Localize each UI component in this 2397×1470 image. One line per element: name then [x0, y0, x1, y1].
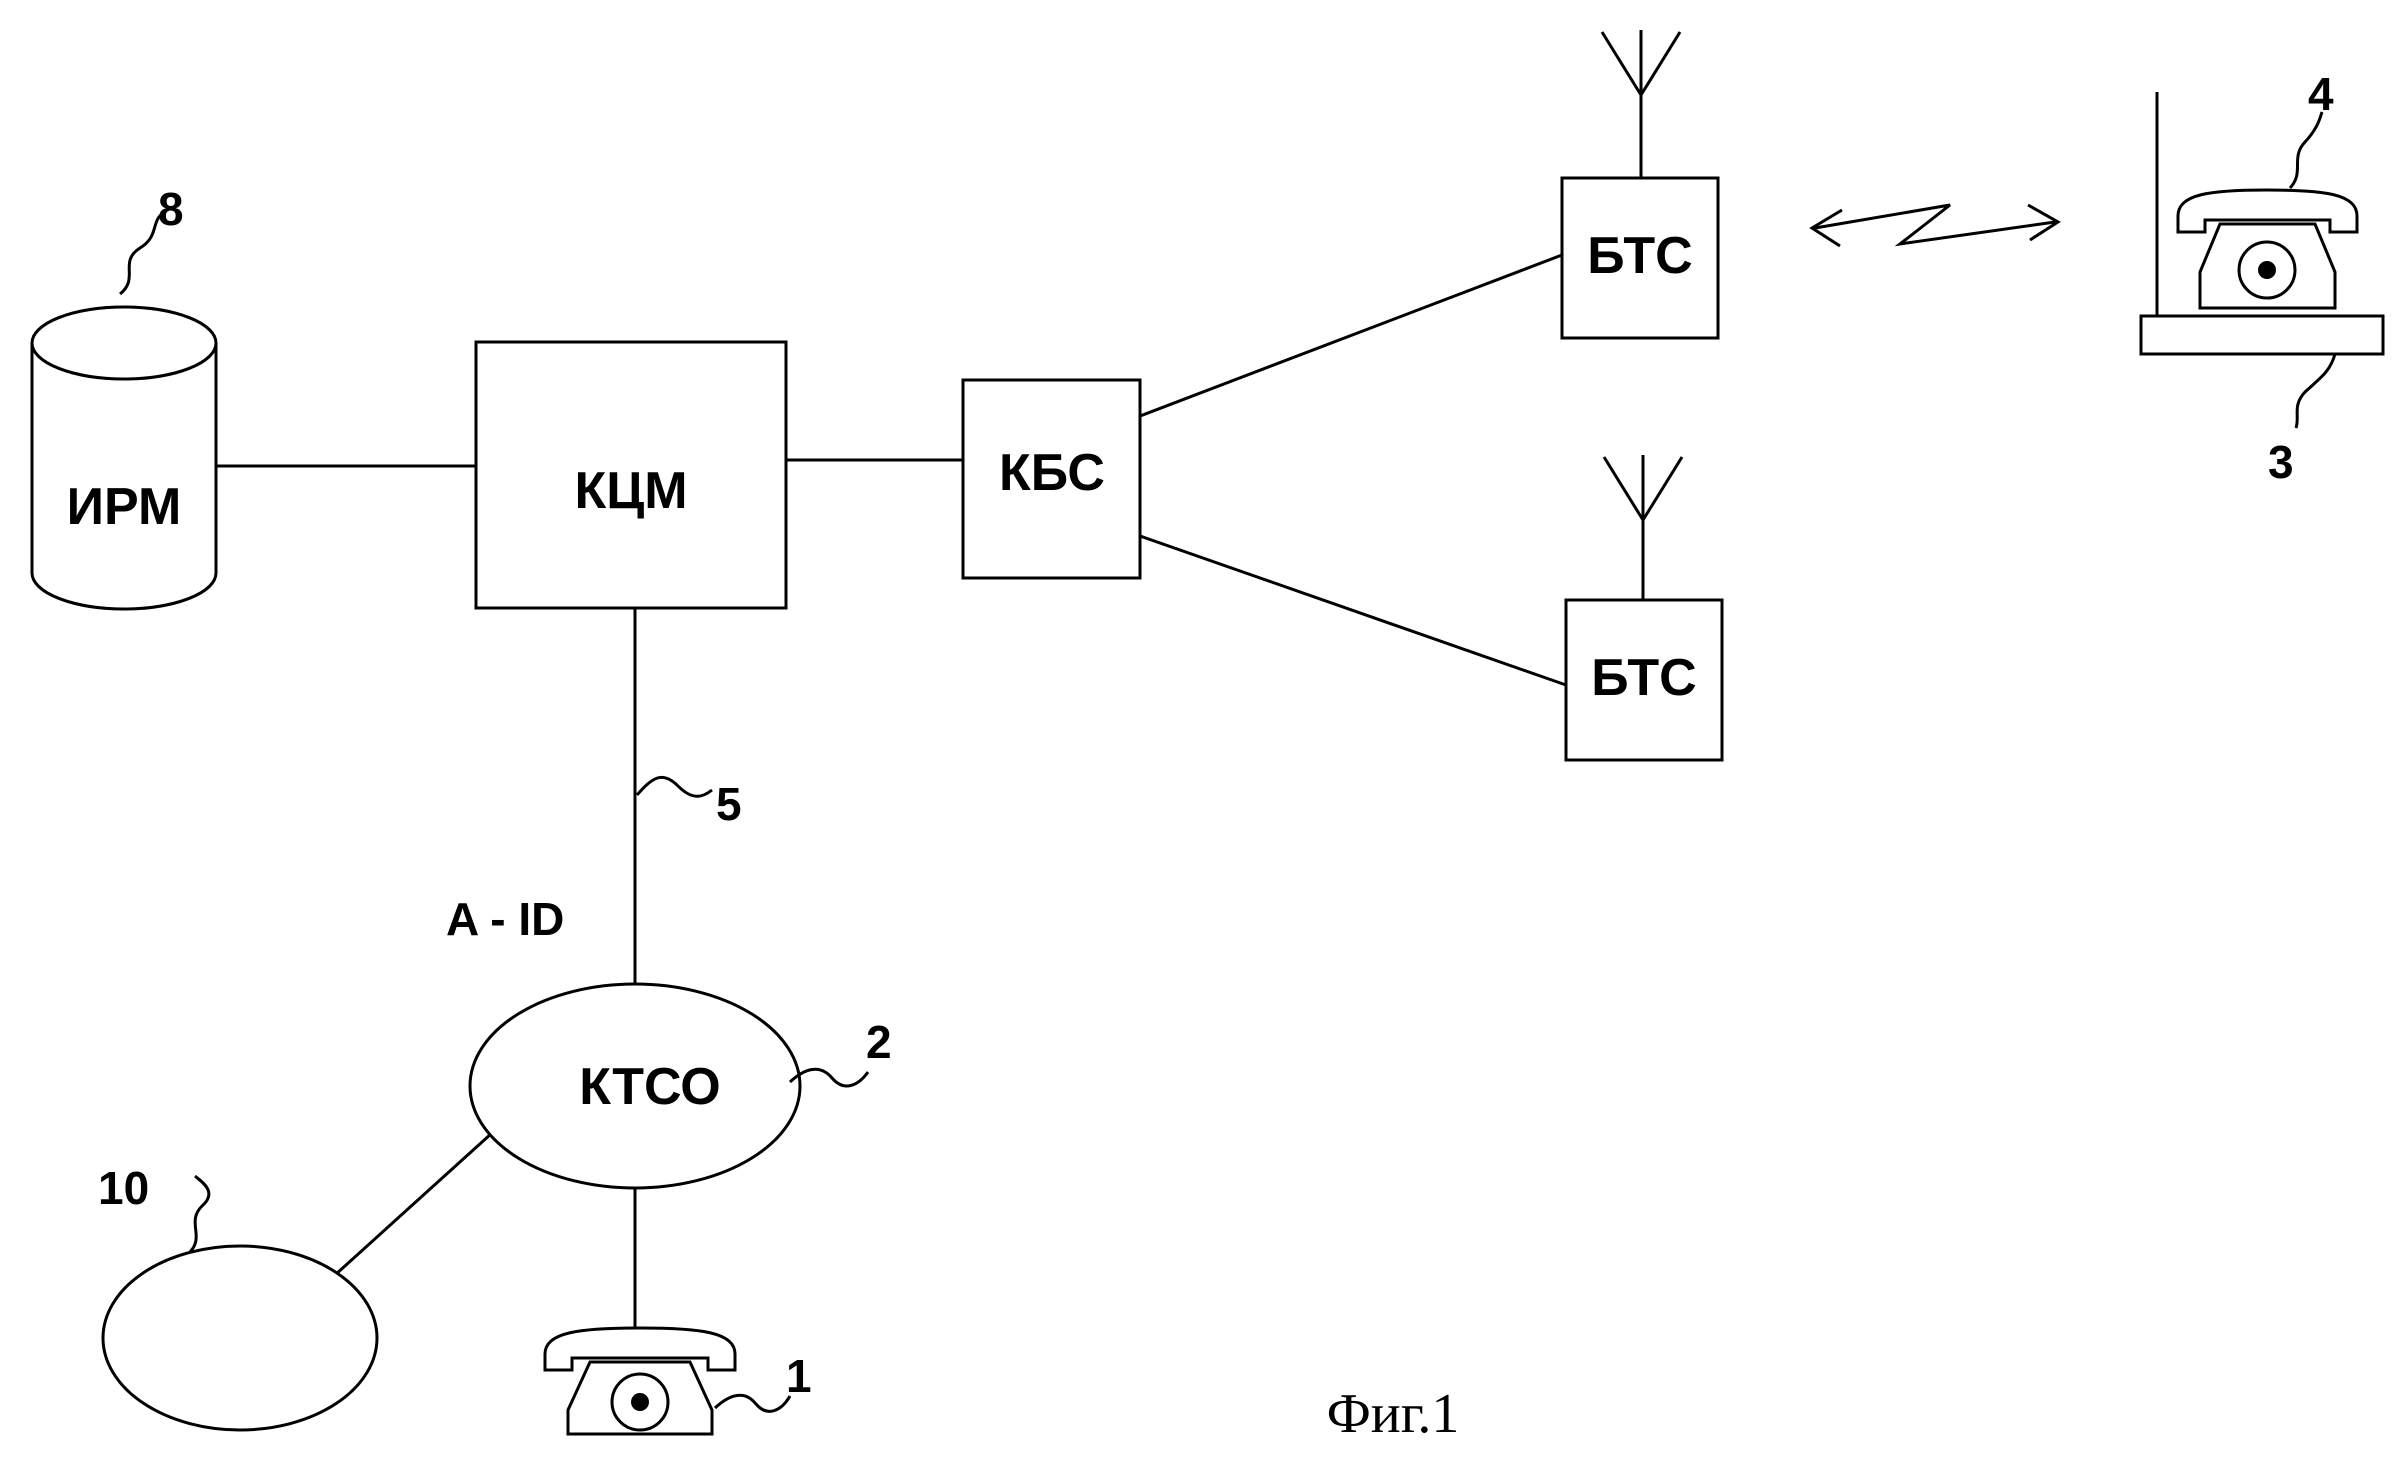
bts-top-label: БТС: [1587, 227, 1692, 285]
figure-caption: Фиг.1: [1327, 1383, 1460, 1445]
ref-numeral: 5: [716, 778, 742, 830]
network-ellipse: [103, 1246, 377, 1430]
link-bsc-bts-bottom: [1140, 536, 1566, 685]
leader-10: [190, 1176, 209, 1252]
ref-numeral: 1: [786, 1350, 812, 1402]
radio-link-icon: [1812, 205, 2058, 246]
link-pstn-network: [335, 1133, 492, 1275]
telephone-icon: [545, 1328, 735, 1434]
leader-2: [790, 1069, 868, 1086]
ref-numeral: 2: [866, 1016, 892, 1068]
link-bsc-bts-top: [1140, 255, 1562, 416]
bts-bottom-label: БТС: [1591, 649, 1696, 707]
leader-5: [637, 777, 712, 796]
leader-3: [2296, 354, 2335, 428]
leader-1: [715, 1395, 790, 1411]
leader-4: [2290, 112, 2322, 188]
interface-label: A - ID: [446, 893, 564, 945]
ref-numeral: 4: [2308, 68, 2334, 120]
ref-numeral: 3: [2268, 436, 2294, 488]
hlr-label: ИРМ: [67, 478, 182, 536]
ref-numeral: 10: [98, 1162, 149, 1214]
pstn-label: КТСО: [579, 1058, 721, 1116]
antenna-icon: [1602, 30, 1680, 178]
ref-numeral: 8: [158, 183, 184, 235]
msc-label: КЦМ: [574, 462, 687, 520]
hlr-database-icon: [32, 307, 216, 609]
telephone-icon: [2178, 190, 2357, 308]
bsc-label: КБС: [999, 444, 1105, 502]
antenna-icon: [1604, 455, 1682, 600]
